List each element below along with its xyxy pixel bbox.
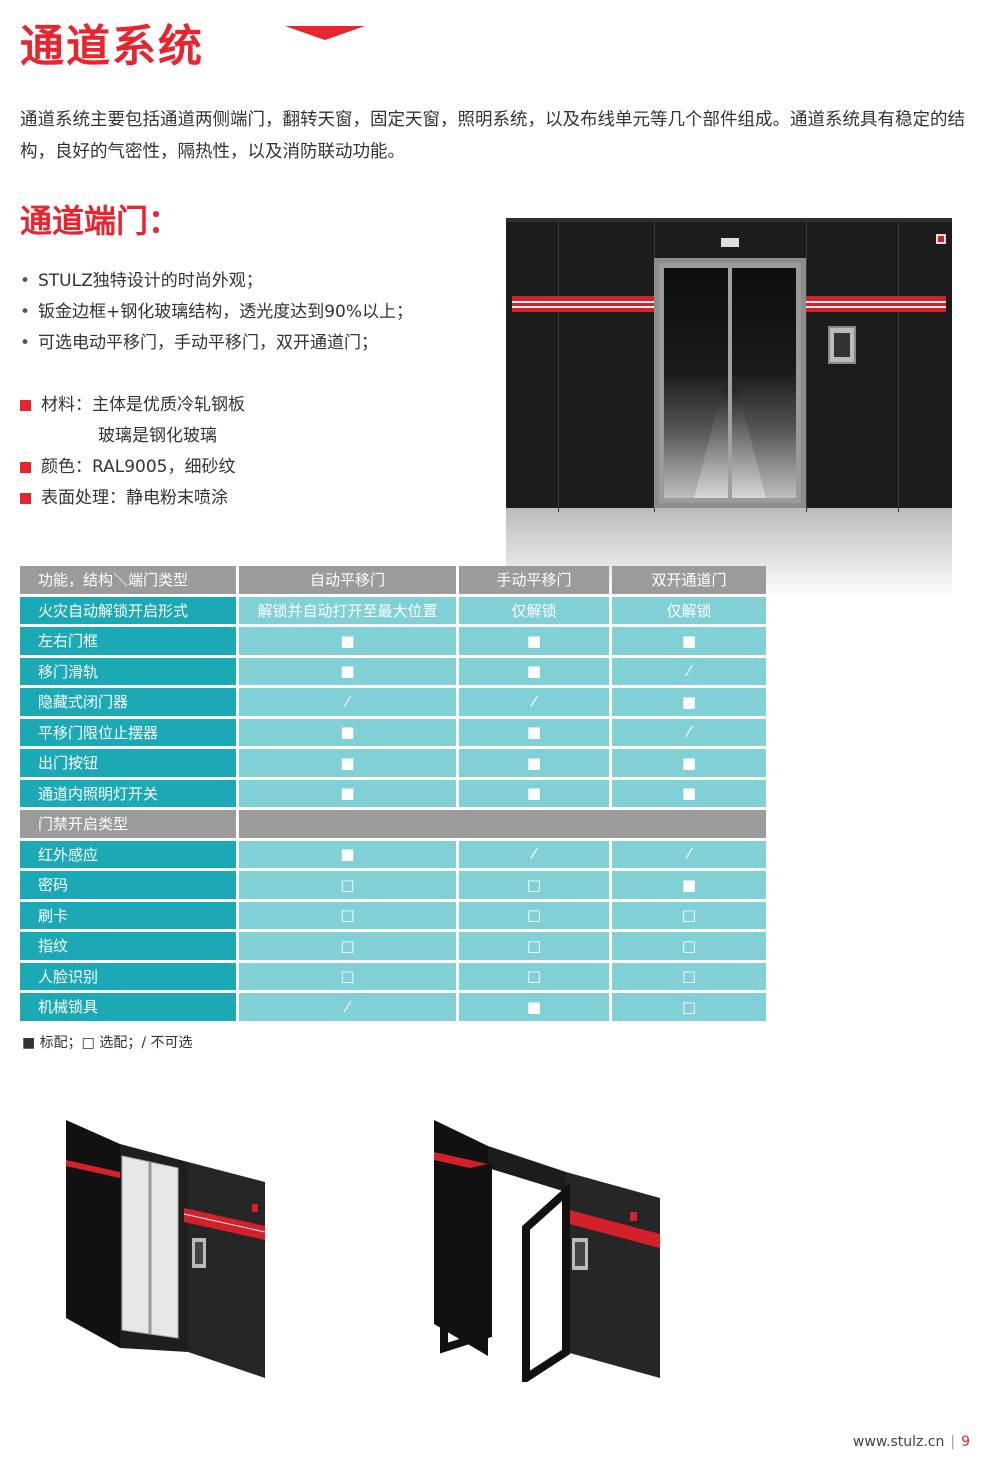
red-square-icon bbox=[20, 462, 31, 473]
intro-paragraph: 通道系统主要包括通道两侧端门，翻转天窗，固定天窗，照明系统，以及布线单元等几个部… bbox=[20, 110, 965, 162]
list-item: 钣金边框+钢化玻璃结构，透光度达到90%以上； bbox=[20, 297, 413, 328]
double-door-drawing bbox=[434, 1120, 660, 1386]
table-row: 机械锁具⁄■□ bbox=[20, 993, 766, 1021]
list-item: 可选电动平移门，手动平移门，双开通道门； bbox=[20, 328, 413, 359]
spec-color: 颜色：RAL9005，细砂纹 bbox=[20, 452, 245, 483]
table-row: 平移门限位止摆器■■⁄ bbox=[20, 718, 766, 746]
table-row: 出门按钮■■■ bbox=[20, 749, 766, 777]
double-door-illustration bbox=[430, 1116, 666, 1386]
spec-material-glass: 玻璃是钢化玻璃 bbox=[98, 426, 217, 446]
list-item: STULZ独特设计的时尚外观； bbox=[20, 266, 413, 297]
spec-material: 材料：主体是优质冷轧钢板 bbox=[20, 390, 245, 421]
sliding-glass-door bbox=[654, 258, 806, 508]
table-row: 指纹□□□ bbox=[20, 932, 766, 960]
table-header: 双开通道门 bbox=[612, 566, 766, 594]
spec-list: 材料：主体是优质冷轧钢板 玻璃是钢化玻璃 颜色：RAL9005，细砂纹 表面处理… bbox=[20, 390, 245, 514]
table-row: 火灾自动解锁开启形式解锁并自动打开至最大位置仅解锁仅解锁 bbox=[20, 596, 766, 624]
table-header: 功能，结构＼端门类型 bbox=[20, 566, 236, 594]
title-arrow-icon bbox=[285, 26, 365, 40]
door-feature-table: 功能，结构＼端门类型 自动平移门 手动平移门 双开通道门 火灾自动解锁开启形式解… bbox=[17, 563, 769, 1024]
table-row: 隐藏式闭门器⁄⁄■ bbox=[20, 688, 766, 716]
table-header: 手动平移门 bbox=[459, 566, 609, 594]
aisle-door-photo bbox=[506, 218, 952, 598]
red-stripe bbox=[806, 296, 946, 312]
exit-sign-icon bbox=[721, 238, 739, 247]
alarm-light-icon bbox=[936, 234, 946, 244]
red-square-icon bbox=[20, 400, 31, 411]
page-footer: www.stulz.cn|9 bbox=[852, 1434, 970, 1450]
table-subheader-row: 门禁开启类型 bbox=[20, 810, 766, 838]
table-row: 通道内照明灯开关■■■ bbox=[20, 779, 766, 807]
spec-surface: 表面处理：静电粉末喷涂 bbox=[20, 483, 245, 514]
page-title: 通道系统 bbox=[20, 21, 204, 72]
feature-list: STULZ独特设计的时尚外观； 钣金边框+钢化玻璃结构，透光度达到90%以上； … bbox=[20, 266, 413, 359]
section-title: 通道端门： bbox=[20, 202, 181, 240]
website-link[interactable]: www.stulz.cn bbox=[852, 1434, 945, 1450]
red-square-icon bbox=[20, 493, 31, 504]
sliding-door-illustration bbox=[60, 1116, 280, 1382]
table-row: 人脸识别□□□ bbox=[20, 962, 766, 990]
page-number: 9 bbox=[961, 1434, 970, 1450]
table-legend: ■ 标配；□ 选配；/ 不可选 bbox=[22, 1035, 193, 1051]
table-row: 红外感应■⁄⁄ bbox=[20, 840, 766, 868]
sliding-door-drawing bbox=[66, 1120, 266, 1378]
red-stripe bbox=[512, 296, 654, 312]
table-header: 自动平移门 bbox=[239, 566, 456, 594]
table-row: 密码□□■ bbox=[20, 871, 766, 899]
table-row: 刷卡□□□ bbox=[20, 901, 766, 929]
table-row: 移门滑轨■■⁄ bbox=[20, 657, 766, 685]
access-panel-icon bbox=[828, 326, 856, 364]
table-header-row: 功能，结构＼端门类型 自动平移门 手动平移门 双开通道门 bbox=[20, 566, 766, 594]
table-subheader: 门禁开启类型 bbox=[20, 810, 236, 838]
table-row: 左右门框■■■ bbox=[20, 627, 766, 655]
